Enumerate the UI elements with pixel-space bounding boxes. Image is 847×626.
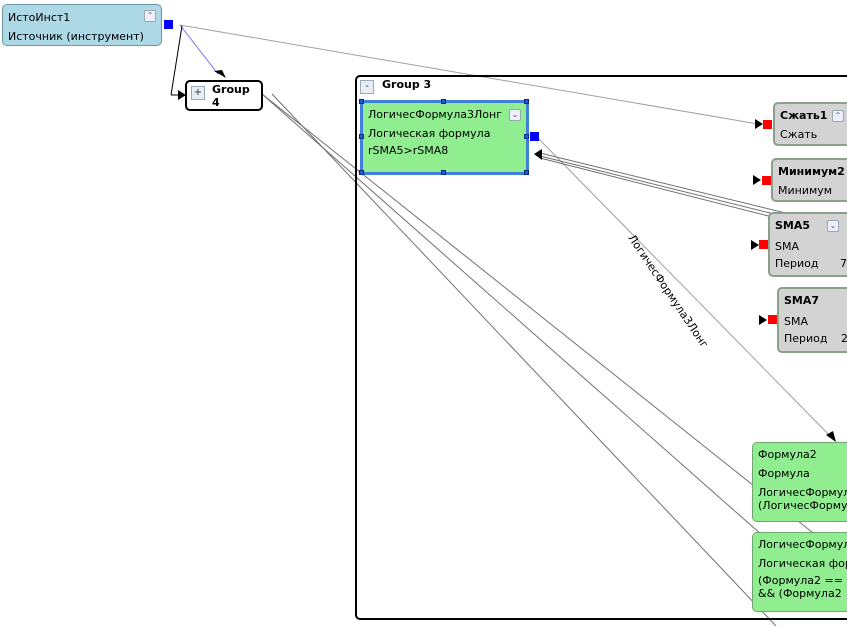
node-type: Логическая фор [758,557,847,570]
input-port[interactable] [768,315,777,324]
param-value: 2 [841,332,847,345]
sma5-node[interactable]: SMA5 SMA Период 7 ⌄ [768,212,847,277]
node-title: Формула2 [758,448,817,461]
node-title: SMA7 [784,294,820,307]
node-expression: (ЛогичесФормул [758,499,847,512]
group-collapse-button[interactable]: - [360,80,374,94]
minimum-node[interactable]: Минимум2 Минимум [771,158,847,202]
input-arrow-icon [751,240,759,250]
node-expression: ЛогичесФормул [758,486,847,499]
edge-source-to-group4 [170,25,183,96]
group-expand-button[interactable]: + [191,86,205,100]
group-label: Group 4 [212,83,250,109]
resize-handle[interactable] [359,99,364,104]
group-label: Group 3 [382,78,432,91]
node-expression: rSMA5>rSMA8 [368,144,449,157]
edge-source-to-group4-blue [179,24,219,75]
sma7-node[interactable]: SMA7 SMA Период 2 [777,287,847,353]
input-port[interactable] [762,176,771,185]
param-value: 7 [840,257,847,270]
input-arrow-icon [759,315,767,325]
resize-handle[interactable] [524,99,529,104]
source-node[interactable]: ИстоИнст1 Источник (инструмент) ⌃ [2,4,162,46]
logic-formula-long-node[interactable]: ЛогичесФормула3Лонг Логическая формула r… [360,100,529,175]
node-type: SMA [784,315,808,328]
node-type: Минимум [778,184,833,197]
input-port[interactable] [763,120,772,129]
output-port[interactable] [164,20,173,29]
resize-handle[interactable] [359,134,364,139]
double-chevron-down-icon[interactable]: ⌄ [509,109,521,121]
double-chevron-up-icon[interactable]: ⌃ [832,110,844,122]
resize-handle[interactable] [359,170,364,175]
logic-formula-node[interactable]: ЛогичесФормул Логическая фор (Формула2 =… [752,532,847,612]
node-title: SMA5 [775,219,811,232]
node-title: ЛогичесФормула3Лонг [368,108,502,121]
node-type: SMA [775,240,799,253]
double-chevron-up-icon[interactable]: ⌃ [144,10,156,22]
node-expression: && (Формула2 [758,587,842,600]
node-title: Сжать1 [780,109,828,122]
formula2-node[interactable]: Формула2 Формула ЛогичесФормул (ЛогичесФ… [752,442,847,522]
resize-handle[interactable] [524,170,529,175]
group-4[interactable]: + Group 4 [185,80,263,111]
node-type: Логическая формула [368,127,491,140]
node-type: Источник (инструмент) [8,30,144,43]
resize-handle[interactable] [441,170,446,175]
double-chevron-down-icon[interactable]: ⌄ [827,220,839,232]
group-3[interactable]: - Group 3 [355,75,847,620]
resize-handle[interactable] [524,134,529,139]
input-arrow-icon [753,175,761,185]
node-expression: (Формула2 == [758,574,843,587]
param-label: Период [784,332,828,345]
input-port[interactable] [759,240,768,249]
node-type: Сжать [780,128,818,141]
output-port[interactable] [530,132,539,141]
param-label: Период [775,257,819,270]
arrowhead [214,70,226,78]
resize-handle[interactable] [441,99,446,104]
node-type: Формула [758,467,810,480]
node-title: Минимум2 [778,165,845,178]
compress-node[interactable]: Сжать1 Сжать ⌃ [773,102,847,146]
node-title: ЛогичесФормул [758,538,847,551]
input-arrow-icon [755,119,763,129]
node-title: ИстоИнст1 [8,11,71,24]
input-arrow-icon [178,90,186,100]
